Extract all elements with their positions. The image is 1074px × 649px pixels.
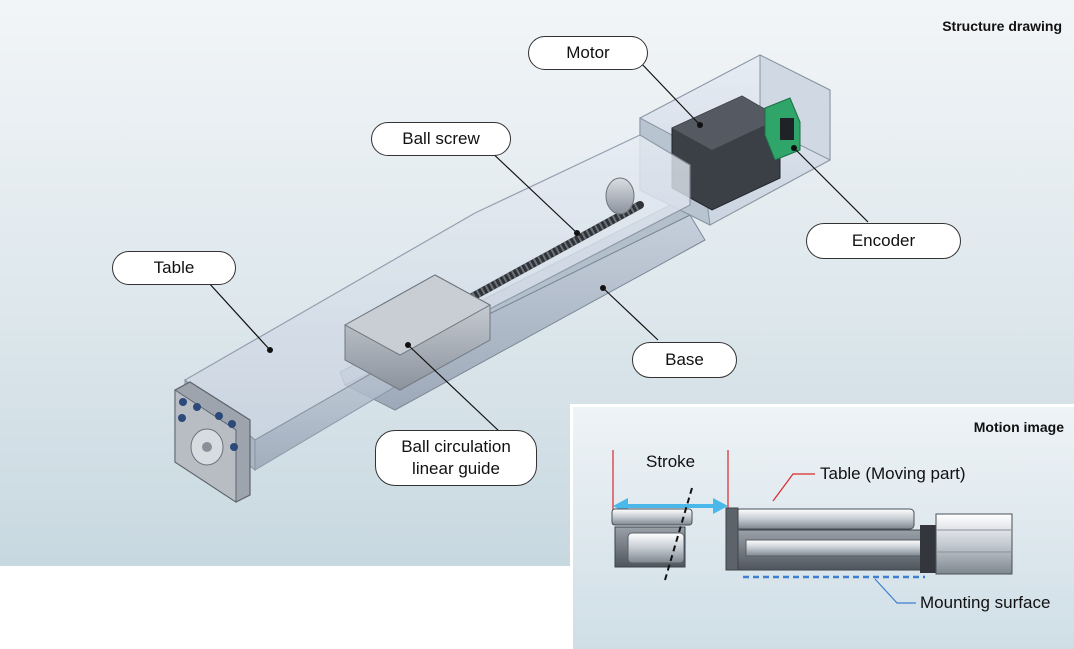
table-moving-part-label: Table (Moving part) [820,464,966,483]
callout-motor-label: Motor [566,42,610,62]
leader-dots [267,122,797,353]
callout-encoder: Encoder [806,223,961,259]
callout-encoder-label: Encoder [851,230,916,250]
linear-guide-block [343,274,492,391]
callout-linear-guide-line1: Ball circulation [401,436,511,456]
callout-table: Table [112,251,236,285]
callout-motor: Motor [528,36,648,70]
mounting-surface-leader [874,578,916,604]
retracted-table [611,508,693,568]
callout-base-label: Base [665,349,704,369]
motion-image-title: Motion image [973,419,1064,435]
stroke-label: Stroke [646,452,696,471]
cut-line [664,487,693,581]
leader-lines [207,61,869,433]
callout-linear-guide: Ball circulation linear guide [375,430,537,486]
mounting-surface-label: Mounting surface [920,593,1051,612]
callout-base: Base [632,342,737,378]
callout-table-label: Table [153,257,195,277]
actuator-side-view [725,507,1013,575]
callout-ball-screw-label: Ball screw [402,128,480,148]
callout-ball-screw: Ball screw [371,122,511,156]
encoder [764,97,801,161]
callout-linear-guide-line2: linear guide [412,459,500,478]
structure-drawing-title: Structure drawing [942,18,1062,34]
end-plate [174,381,251,503]
table-moving-leader [772,473,815,502]
